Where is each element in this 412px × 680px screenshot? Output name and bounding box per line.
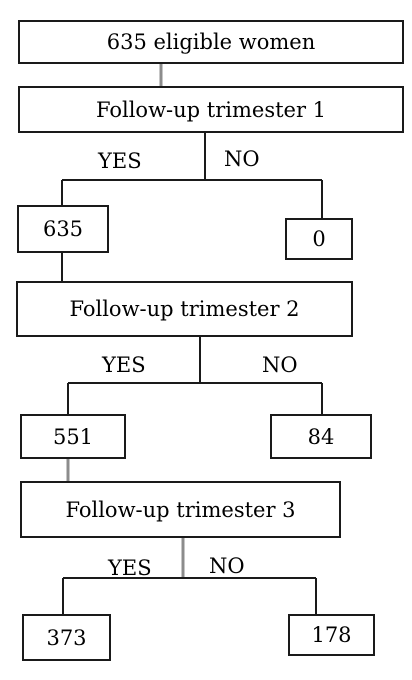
t3-yes-label: YES	[108, 556, 152, 580]
t1-no-label: NO	[224, 147, 260, 171]
node-trimester-1: Follow-up trimester 1	[18, 86, 404, 133]
node-t1-yes-count: 635	[17, 205, 109, 253]
node-t1-no-count: 0	[285, 218, 353, 260]
node-trimester-2: Follow-up trimester 2	[16, 281, 353, 337]
t2-no-label: NO	[262, 353, 298, 377]
t1-yes-label: YES	[98, 149, 142, 173]
node-trimester-3: Follow-up trimester 3	[20, 481, 341, 538]
node-t2-no-count: 84	[270, 414, 372, 459]
node-eligible-women: 635 eligible women	[18, 20, 404, 64]
t2-yes-label: YES	[102, 353, 146, 377]
node-t3-no-count: 178	[288, 614, 375, 656]
node-t2-yes-count: 551	[20, 414, 126, 459]
t3-no-label: NO	[209, 554, 245, 578]
node-t3-yes-count: 373	[22, 614, 111, 661]
